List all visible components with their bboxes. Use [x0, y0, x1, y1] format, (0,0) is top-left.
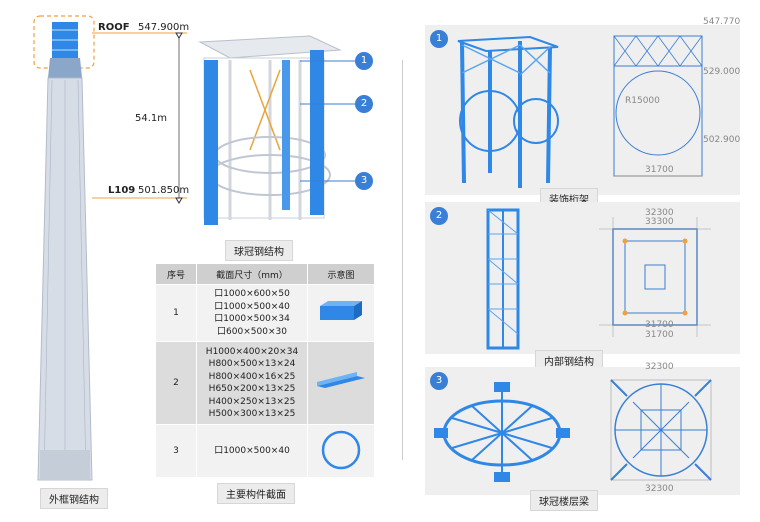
- inner-steel-3d-drawing: [486, 208, 520, 350]
- panel-2: [425, 202, 740, 354]
- size-text: 口600×500×30: [217, 326, 287, 337]
- row-no: 3: [155, 424, 197, 478]
- dim-text: R15000: [625, 96, 660, 106]
- table-row: 3 口1000×500×40: [155, 424, 375, 478]
- size-text: H800×400×16×25: [208, 371, 296, 382]
- row-no: 1: [155, 284, 197, 342]
- section-table: 序号 截面尺寸（mm） 示意图 1 口1000×600×50 口1000×500…: [155, 263, 375, 478]
- panel-3-caption: 球冠楼层梁: [530, 490, 598, 511]
- size-text: H800×500×13×24: [208, 359, 296, 369]
- tower-caption: 外框钢结构: [40, 488, 108, 509]
- roof-value: 547.900m: [138, 22, 190, 33]
- tower-drawing: [33, 15, 95, 481]
- crown-floor-plan-drawing: [610, 379, 712, 481]
- dim-text: 547.770: [703, 17, 741, 27]
- table-header-size: 截面尺寸（mm）: [196, 263, 308, 285]
- table-header-no: 序号: [155, 263, 197, 285]
- h-beam-icon: [317, 371, 365, 388]
- panel-3-number: 3: [430, 372, 448, 390]
- dim-text: 31700: [645, 330, 674, 340]
- table-row: 2 H1000×400×20×34 H800×500×13×24 H800×40…: [155, 341, 375, 425]
- size-text: H1000×400×20×34: [205, 346, 299, 357]
- size-text: 口1000×600×50: [214, 289, 290, 299]
- panel-3: [425, 367, 740, 495]
- elevation-lines: [92, 32, 187, 204]
- crown-drawing: [198, 35, 342, 225]
- size-text: 口1000×500×40: [214, 445, 290, 456]
- table-row: 1 口1000×600×50 口1000×500×40 口1000×500×34…: [155, 284, 375, 342]
- l109-label: L109: [108, 185, 136, 196]
- truss-3d-drawing: [457, 35, 559, 188]
- dim-text: 31700: [645, 320, 674, 330]
- panel-1: [425, 25, 740, 195]
- row-no: 2: [155, 341, 197, 425]
- box-section-icon: [320, 300, 362, 320]
- crown-marker-1: 1: [355, 52, 373, 70]
- size-text: H500×300×13×25: [208, 409, 296, 419]
- truss-elevation-drawing: [613, 35, 703, 177]
- size-text: H400×250×13×25: [208, 396, 296, 407]
- size-text: 口1000×500×40: [214, 301, 290, 312]
- crown-caption: 球冠钢结构: [225, 240, 293, 261]
- table-header-diagram: 示意图: [307, 263, 375, 285]
- crown-floor-3d-drawing: [434, 382, 570, 482]
- marker-leader-lines: [300, 60, 355, 182]
- dim-text: 32300: [645, 208, 674, 218]
- size-text: 口1000×500×34: [214, 314, 290, 324]
- panel-2-caption: 内部钢结构: [535, 350, 603, 371]
- dim-text: 31700: [645, 165, 674, 175]
- dim-text: 32300: [645, 362, 674, 372]
- dim-text: 502.900: [703, 135, 741, 145]
- inner-steel-plan-drawing: [599, 217, 711, 337]
- divider: [402, 60, 403, 460]
- ring-section-icon: [321, 430, 361, 469]
- dim-text: 529.000: [703, 67, 741, 77]
- crown-marker-3: 3: [355, 172, 373, 190]
- crown-marker-2: 2: [355, 95, 373, 113]
- height-value: 54.1m: [135, 113, 168, 124]
- roof-label: ROOF: [98, 22, 130, 33]
- dim-text: 32300: [645, 484, 674, 494]
- panel-2-number: 2: [430, 207, 448, 225]
- panel-1-number: 1: [430, 30, 448, 48]
- l109-value: 501.850m: [138, 185, 190, 196]
- dim-text: 33300: [645, 217, 674, 227]
- table-caption: 主要构件截面: [217, 483, 295, 504]
- size-text: H650×200×13×25: [208, 384, 296, 394]
